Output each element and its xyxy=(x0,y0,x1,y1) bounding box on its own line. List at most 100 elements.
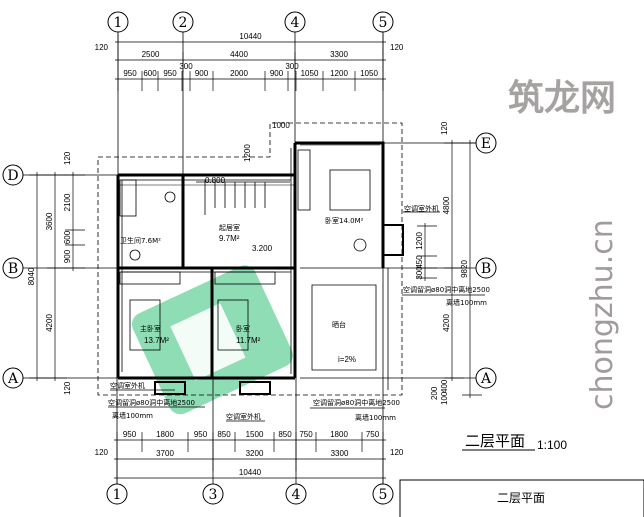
dimension-label: 9820 xyxy=(460,260,469,278)
dimension-label: 8040 xyxy=(27,267,36,285)
dimension-label: 3300 xyxy=(331,449,349,458)
room-terrace-label: 晒台 xyxy=(332,320,346,329)
dimension-label: 120 xyxy=(390,43,404,52)
axis-bubble xyxy=(107,11,129,33)
axis-bubble xyxy=(106,483,128,505)
dimension-label: 10440 xyxy=(239,32,262,41)
stair-level: 0.800 xyxy=(205,176,226,185)
dimension-label: 2000 xyxy=(230,69,248,78)
dimension-label: 4200 xyxy=(45,314,54,332)
axis-label: A xyxy=(7,371,19,387)
dimension-label: 1800 xyxy=(156,430,174,439)
title-block xyxy=(399,479,644,517)
axis-bubble xyxy=(2,257,24,279)
wall-offset-left: 离墙100mm xyxy=(112,411,153,420)
room-bedroom2-label: 卧室 xyxy=(236,324,250,333)
axis-label: 4 xyxy=(291,15,300,31)
dimension-label: 850 xyxy=(278,430,292,439)
dimension-label: 850 xyxy=(217,430,231,439)
dimension-label: 3700 xyxy=(156,449,174,458)
room-master-bedroom-label: 主卧室 xyxy=(140,324,161,333)
axis-label: 1 xyxy=(114,15,123,31)
axis-label: 5 xyxy=(379,487,388,503)
axis-label: B xyxy=(481,261,491,277)
axis-bubble xyxy=(372,11,394,33)
room-living-area: 9.7M² xyxy=(219,234,240,243)
axis-label: A xyxy=(480,371,492,387)
dimension-label: 450 xyxy=(415,255,424,269)
dimension-label: 1500 xyxy=(246,430,264,439)
dimension-label: 950 xyxy=(163,69,177,78)
fixtures xyxy=(118,144,404,395)
dimension-label: 300 xyxy=(179,62,193,71)
dimension-label: 950 xyxy=(194,430,208,439)
dimension-label: 120 xyxy=(440,121,449,135)
axis-label: D xyxy=(7,168,18,184)
dimension-label: 200 xyxy=(430,386,439,400)
dimension-label: 750 xyxy=(366,430,380,439)
ac-hole-label-left: 空调留洞ø80洞中离地2500 xyxy=(108,398,195,407)
dimension-label: 4800 xyxy=(442,196,451,214)
dimension-label: 120 xyxy=(390,448,404,457)
axis-bubble xyxy=(172,11,194,33)
drawing-title: 二层平面 xyxy=(465,432,525,450)
ac-unit-label-right: 空调室外机 xyxy=(404,204,439,213)
axis-label: 3 xyxy=(209,487,218,503)
axis-label: 2 xyxy=(179,15,188,31)
room-bedroom2-area: 11.7M² xyxy=(236,336,261,345)
watermark-url: chongzhu.cn xyxy=(585,219,620,410)
floor-level: 3.200 xyxy=(252,244,273,253)
axis-label: 4 xyxy=(292,487,301,503)
dimension-label: 900 xyxy=(63,249,72,263)
ac-hole-label-right: 空调留洞ø80洞中离地2500 xyxy=(403,285,490,294)
dimension-label: 3300 xyxy=(330,50,348,59)
dimension-label: 950 xyxy=(123,430,137,439)
dimension-label: 1200 xyxy=(330,69,348,78)
dimension-label: 400 xyxy=(440,379,449,393)
dimension-label: 950 xyxy=(123,69,137,78)
axis-bubble xyxy=(2,164,24,186)
axis-label: B xyxy=(8,261,18,277)
dimension-label: 300 xyxy=(285,62,299,71)
dimension-label: 600 xyxy=(143,69,157,78)
dimension-label: 1050 xyxy=(360,69,378,78)
dimension-label: 120 xyxy=(63,381,72,395)
drawing-scale: 1:100 xyxy=(537,438,567,452)
dimension-label: 2500 xyxy=(142,50,160,59)
dimension-label: 600 xyxy=(63,230,72,244)
axis-bubble xyxy=(284,11,306,33)
axis-bubble xyxy=(285,483,307,505)
dimension-label: 4200 xyxy=(442,314,451,332)
dimension-label: 10440 xyxy=(239,468,262,477)
ac-unit-label-left: 空调室外机 xyxy=(110,381,145,390)
dimension-label: 1050 xyxy=(301,69,319,78)
dimension-label: 120 xyxy=(63,151,72,165)
axis-bubble xyxy=(2,367,24,389)
room-bedroom-label: 卧室14.0M² xyxy=(325,216,364,225)
axis-bubble xyxy=(475,257,497,279)
dimension-label: 1800 xyxy=(330,430,348,439)
leader-lines xyxy=(108,211,485,422)
axis-label: E xyxy=(481,136,491,152)
axis-bubble xyxy=(475,367,497,389)
roof-outline xyxy=(97,122,403,396)
dimension-label: 100 xyxy=(440,391,449,405)
dimension-label: 3200 xyxy=(246,449,264,458)
room-bathroom-label: 卫生间7.6M² xyxy=(120,236,161,245)
axis-label: 5 xyxy=(379,15,388,31)
axis-bubble xyxy=(202,483,224,505)
wall-offset-bottom: 离墙100mm xyxy=(355,413,396,422)
stair-vertical-dim: 1200 xyxy=(243,144,252,162)
axis-bubble xyxy=(372,483,394,505)
dimension-label: 4400 xyxy=(230,50,248,59)
dimension-label: 750 xyxy=(299,430,313,439)
ac-hole-label-bottom: 空调留洞ø80洞中离地2500 xyxy=(313,398,400,407)
axis-bubble xyxy=(475,132,497,154)
room-living-label: 起居室 xyxy=(219,223,240,232)
dimension-label: 300 xyxy=(415,266,424,280)
dimension-label: 900 xyxy=(195,69,209,78)
